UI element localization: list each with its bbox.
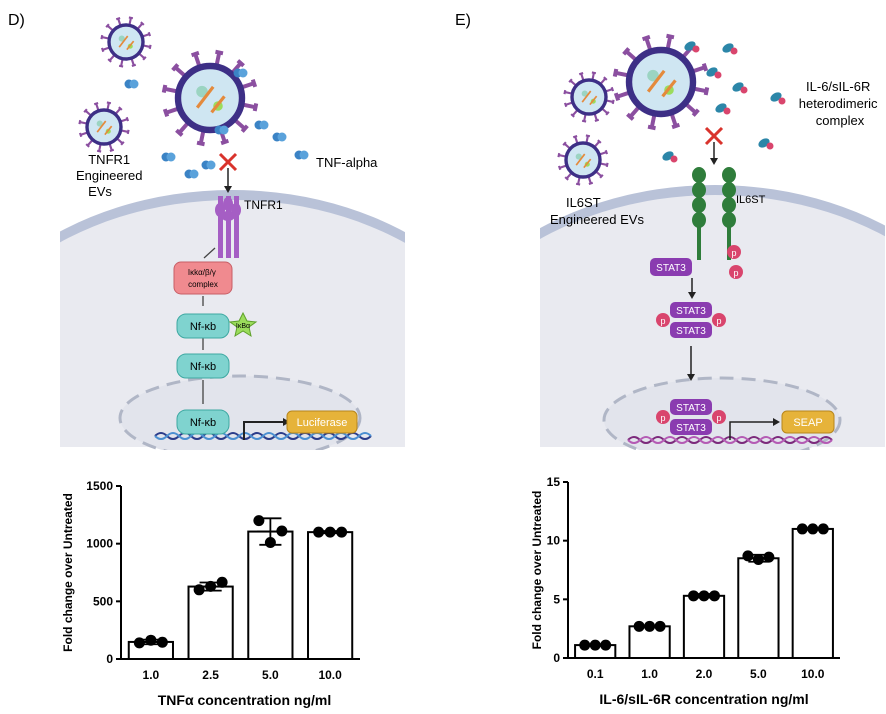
- engineered-ev-icon: [78, 101, 130, 153]
- tnf-alpha-icon: [201, 160, 216, 170]
- nfkb-label: Nf-κb: [190, 321, 216, 333]
- il6-complex-icon: [732, 82, 748, 94]
- ev-label-right: IL6ST Engineered EVs: [550, 195, 644, 227]
- nfkb-label: Nf-κb: [190, 361, 216, 373]
- il6-complex-icon: [706, 67, 722, 79]
- stat3-label: STAT3: [676, 326, 706, 337]
- tnf-alpha-icon: [161, 152, 176, 162]
- tnf-alpha-icon: [272, 132, 287, 142]
- block-cross-icon: [218, 152, 238, 172]
- tnf-alpha-icon: [294, 150, 309, 160]
- phospho-label: p: [731, 248, 736, 258]
- tnf-alpha-icon: [124, 79, 139, 89]
- stat3-label: STAT3: [676, 403, 706, 414]
- il6-complex-icon: [722, 43, 738, 55]
- ev-label-left: TNFR1 Engineered EVs: [76, 152, 146, 199]
- phospho-label: p: [716, 316, 721, 326]
- phospho-label: p: [716, 413, 721, 423]
- il6-complex-icon: [715, 103, 731, 115]
- ligand-label-left: TNF-alpha: [316, 155, 378, 170]
- stat3-dimer-icon: [656, 399, 726, 435]
- engineered-ev-icon: [563, 71, 615, 123]
- engineered-ev-icon: [161, 49, 259, 147]
- nfkb-icon: [176, 409, 230, 435]
- nfkb-label: Nf-κb: [190, 417, 216, 429]
- ikk-complex-label: Iκkα/β/γ complex: [188, 268, 218, 289]
- tnfr1-receptor-icon: [215, 196, 241, 258]
- tnf-alpha-icon: [184, 169, 199, 179]
- receptor-label-left: TNFR1: [244, 198, 283, 212]
- ikba-label: IκBα: [236, 323, 250, 330]
- stat3-icon: [650, 258, 692, 276]
- il6-complex-legend-icon: [770, 92, 786, 105]
- panel-label-e: E): [455, 12, 471, 29]
- il6-complex-icon: [684, 41, 700, 53]
- luciferase-reporter-icon: [286, 410, 358, 434]
- receptor-label-right: IL6ST: [736, 194, 766, 206]
- engineered-ev-icon: [100, 16, 152, 68]
- block-cross-icon: [704, 126, 724, 146]
- stat3-dimer-icon: [656, 302, 726, 338]
- phospho-label: p: [733, 268, 738, 278]
- cell-left: [60, 190, 405, 450]
- il6-complex-icon: [662, 151, 678, 163]
- tnf-alpha-icon: [214, 125, 229, 135]
- engineered-ev-icon: [612, 33, 710, 131]
- stat3-label: STAT3: [676, 306, 706, 317]
- reporter-label-right: SEAP: [793, 417, 822, 429]
- tnf-alpha-icon: [254, 120, 269, 130]
- reporter-label-left: Luciferase: [297, 417, 348, 429]
- tnf-alpha-icon: [233, 68, 248, 78]
- nfkb-icon: [176, 353, 230, 379]
- stat3-label: STAT3: [676, 423, 706, 434]
- phospho-label: p: [660, 413, 665, 423]
- stat3-label: STAT3: [656, 263, 686, 274]
- phospho-icon: [727, 245, 741, 259]
- engineered-ev-icon: [557, 134, 609, 186]
- il6st-receptor-icon: [692, 167, 736, 260]
- ligand-label-right: IL-6/sIL-6R heterodimeric complex: [799, 79, 881, 128]
- ikk-complex-icon: [173, 261, 233, 295]
- ikba-icon: [228, 311, 258, 338]
- panel-label-d: D): [8, 12, 25, 29]
- phospho-icon: [729, 265, 743, 279]
- nfkb-icon: [176, 313, 230, 339]
- phospho-label: p: [660, 316, 665, 326]
- seap-reporter-icon: [781, 410, 835, 434]
- il6-complex-icon: [758, 138, 774, 150]
